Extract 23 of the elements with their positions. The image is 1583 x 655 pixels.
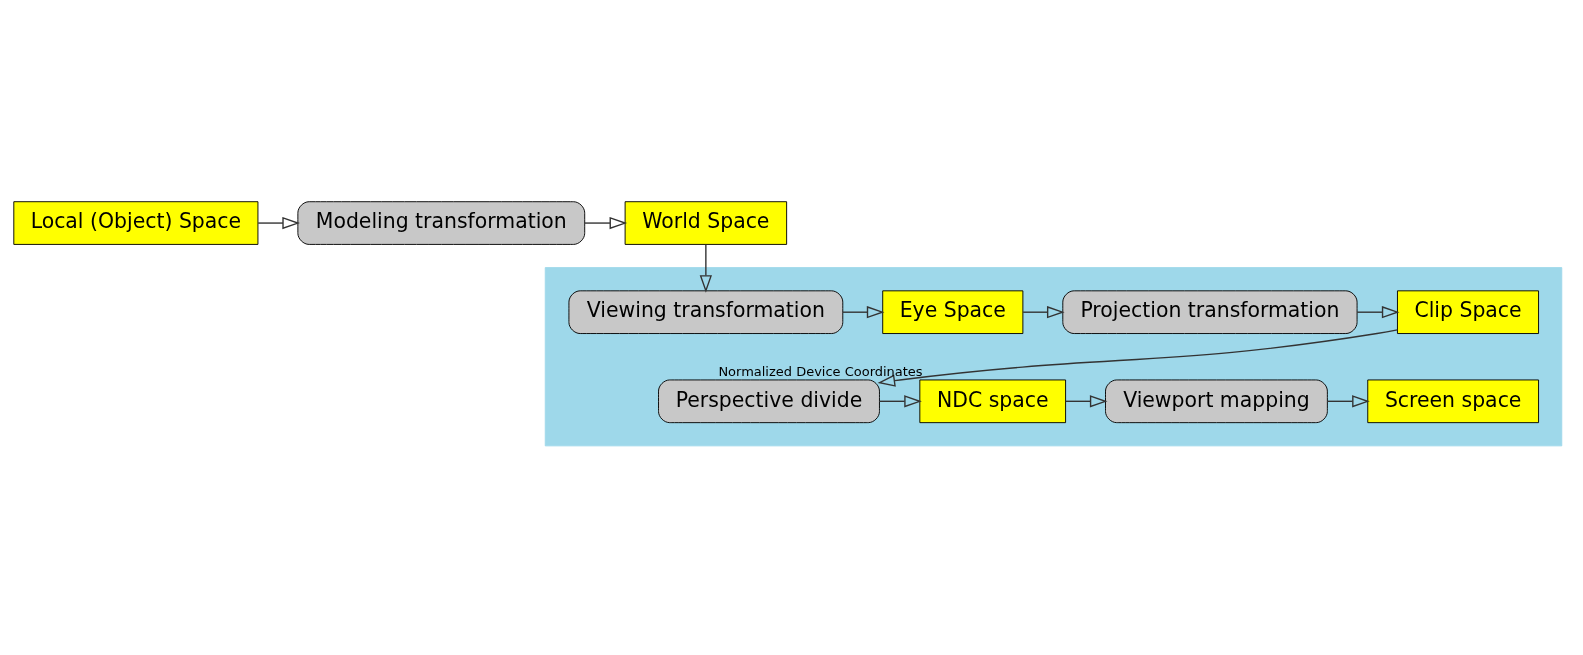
node-box: NDC space	[919, 379, 1067, 424]
arrow	[1356, 306, 1400, 319]
node-box: Viewport mapping	[1105, 379, 1328, 424]
node-box: Local (Object) Space	[13, 201, 259, 245]
arrow	[584, 216, 628, 230]
node-box: Clip Space	[1397, 290, 1540, 334]
node-box: Projection transformation	[1062, 290, 1358, 334]
node-box: Perspective divide	[658, 379, 880, 424]
arrow	[842, 306, 885, 319]
node-label: Normalized Device Coordinates	[718, 364, 923, 380]
node-box: Viewing transformation	[568, 290, 844, 334]
node-box: Modeling transformation	[297, 201, 586, 245]
cluster	[544, 267, 1563, 447]
node-box: Eye Space	[882, 290, 1024, 334]
arrow	[878, 395, 922, 408]
arrow	[1022, 306, 1065, 319]
node-box: Screen space	[1367, 379, 1540, 424]
node-box: World Space	[624, 201, 788, 245]
arrow	[877, 329, 1399, 387]
arrow	[1326, 395, 1370, 408]
arrow	[1065, 395, 1108, 408]
arrow	[257, 216, 300, 230]
arrow	[699, 244, 713, 293]
